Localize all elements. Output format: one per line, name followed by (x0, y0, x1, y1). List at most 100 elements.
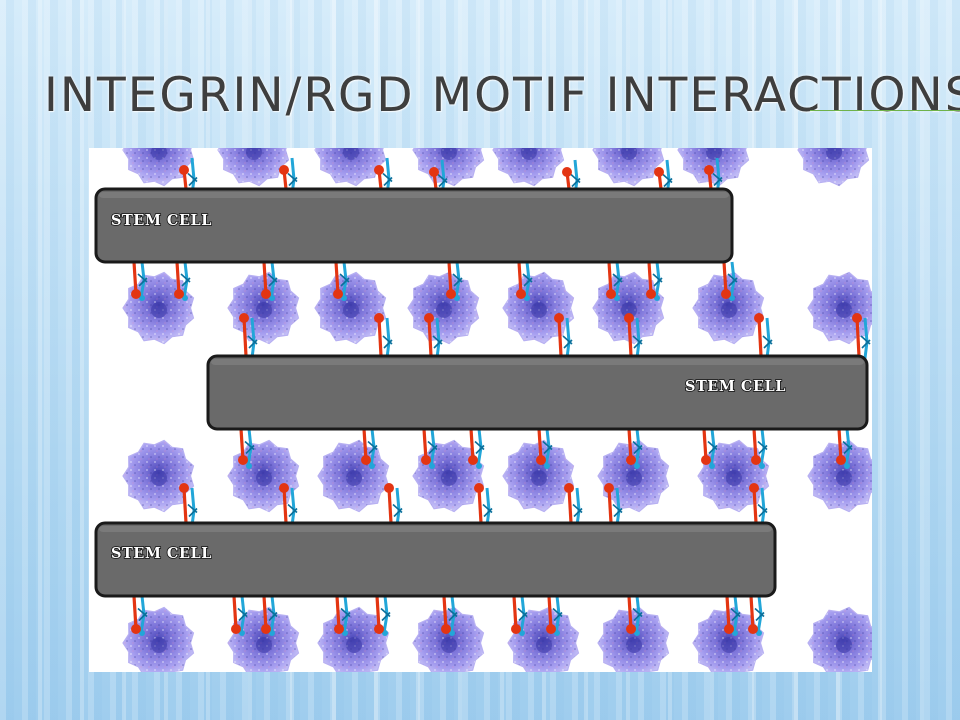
rgd-ligand (374, 165, 384, 190)
rgd-ligand (261, 261, 271, 299)
integrin-receptor (180, 261, 191, 301)
rgd-ligand (511, 595, 521, 634)
nanoparticle (122, 271, 195, 345)
title-underline (810, 110, 960, 111)
rgd-ligand (646, 261, 656, 299)
rgd-ligand (131, 261, 141, 299)
slide-title: INTEGRIN/RGD MOTIF INTERACTIONS (44, 68, 960, 123)
rgd-ligand (474, 483, 484, 524)
nanoparticle (807, 439, 872, 513)
rgd-ligand (516, 261, 526, 299)
integrin-receptor (522, 261, 533, 301)
stem-cell: STEM CELL (94, 521, 777, 598)
rgd-ligand (626, 428, 636, 465)
rgd-ligand (536, 428, 546, 465)
rgd-ligand (751, 428, 761, 465)
rgd-ligand (704, 165, 714, 190)
rgd-ligand (836, 428, 846, 465)
integrin-receptor (757, 428, 768, 469)
integrin-receptor (267, 261, 278, 301)
rgd-ligand (174, 261, 184, 299)
rgd-ligand (748, 595, 758, 634)
integrin-receptor (552, 595, 563, 636)
integrin-receptor (427, 428, 438, 469)
nanoparticle (502, 439, 575, 513)
integrin-receptor (612, 261, 623, 301)
integrin-receptor (707, 428, 718, 469)
nanoparticle (677, 148, 750, 187)
nanoparticle (507, 606, 580, 672)
rgd-ligand (624, 313, 634, 357)
integrin-receptor (474, 428, 485, 469)
integrin-receptor (727, 261, 738, 301)
rgd-ligand (468, 428, 478, 465)
nanoparticle (314, 271, 387, 345)
nanoparticle (407, 271, 480, 345)
rgd-ligand (626, 595, 636, 634)
rgd-ligand (749, 483, 759, 524)
rgd-ligand (239, 313, 249, 357)
integrin-receptor (237, 595, 248, 636)
rgd-ligand (429, 167, 439, 190)
integrin-receptor (542, 428, 553, 469)
nanoparticle (227, 606, 300, 672)
rgd-ligand (421, 428, 431, 465)
rgd-ligand (606, 261, 616, 299)
nanoparticle (597, 439, 670, 513)
stem-cell-label: STEM CELL (111, 212, 212, 229)
integrin-receptor (452, 261, 463, 301)
rgd-ligand (562, 167, 572, 190)
nanoparticle (122, 606, 195, 672)
integrin-receptor (267, 595, 278, 636)
rgd-ligand (721, 261, 731, 299)
rgd-ligand (446, 261, 456, 299)
rgd-ligand (604, 483, 614, 524)
integrin-receptor (447, 595, 458, 636)
rgd-ligand (334, 595, 344, 634)
rgd-ligand (279, 483, 289, 524)
rgd-ligand (261, 595, 271, 634)
nanoparticle (692, 606, 765, 672)
rgd-ligand (724, 595, 734, 634)
rgd-ligand (179, 483, 189, 524)
nanoparticle (502, 271, 575, 345)
nanoparticle (412, 606, 485, 672)
rgd-ligand (441, 595, 451, 634)
nanoparticle (317, 606, 390, 672)
rgd-ligand (701, 428, 711, 465)
rgd-ligand (131, 595, 141, 634)
integrin-receptor (244, 428, 255, 469)
integrin-receptor (754, 595, 765, 636)
integrin-receptor (730, 595, 741, 636)
nanoparticle (122, 439, 195, 513)
integrin-receptor (517, 595, 528, 636)
rgd-ligand (424, 313, 434, 357)
rgd-ligand (852, 313, 862, 357)
nanoparticle (217, 148, 290, 187)
nanoparticle (807, 271, 872, 345)
rgd-ligand (374, 595, 384, 634)
integrin-receptor (842, 428, 853, 469)
stem-cell-label: STEM CELL (111, 545, 212, 562)
nanoparticle (597, 606, 670, 672)
integrin-receptor (652, 261, 663, 301)
rgd-ligand (374, 313, 384, 357)
nanoparticle (592, 148, 665, 187)
stem-cell: STEM CELL (94, 187, 734, 264)
rgd-ligand (279, 165, 289, 190)
rgd-ligand (754, 313, 764, 357)
integrin-receptor (137, 261, 148, 301)
integrin-receptor (340, 595, 351, 636)
rgd-ligand (179, 165, 189, 190)
nanoparticle (227, 271, 300, 345)
rgd-ligand (361, 428, 371, 465)
rgd-ligand (546, 595, 556, 634)
nanoparticle (692, 271, 765, 345)
nanoparticle (492, 148, 565, 187)
integrin-receptor (632, 595, 643, 636)
rgd-ligand (238, 428, 248, 465)
nanoparticle (317, 439, 390, 513)
integrin-receptor (339, 261, 350, 301)
rgd-ligand (564, 483, 574, 524)
